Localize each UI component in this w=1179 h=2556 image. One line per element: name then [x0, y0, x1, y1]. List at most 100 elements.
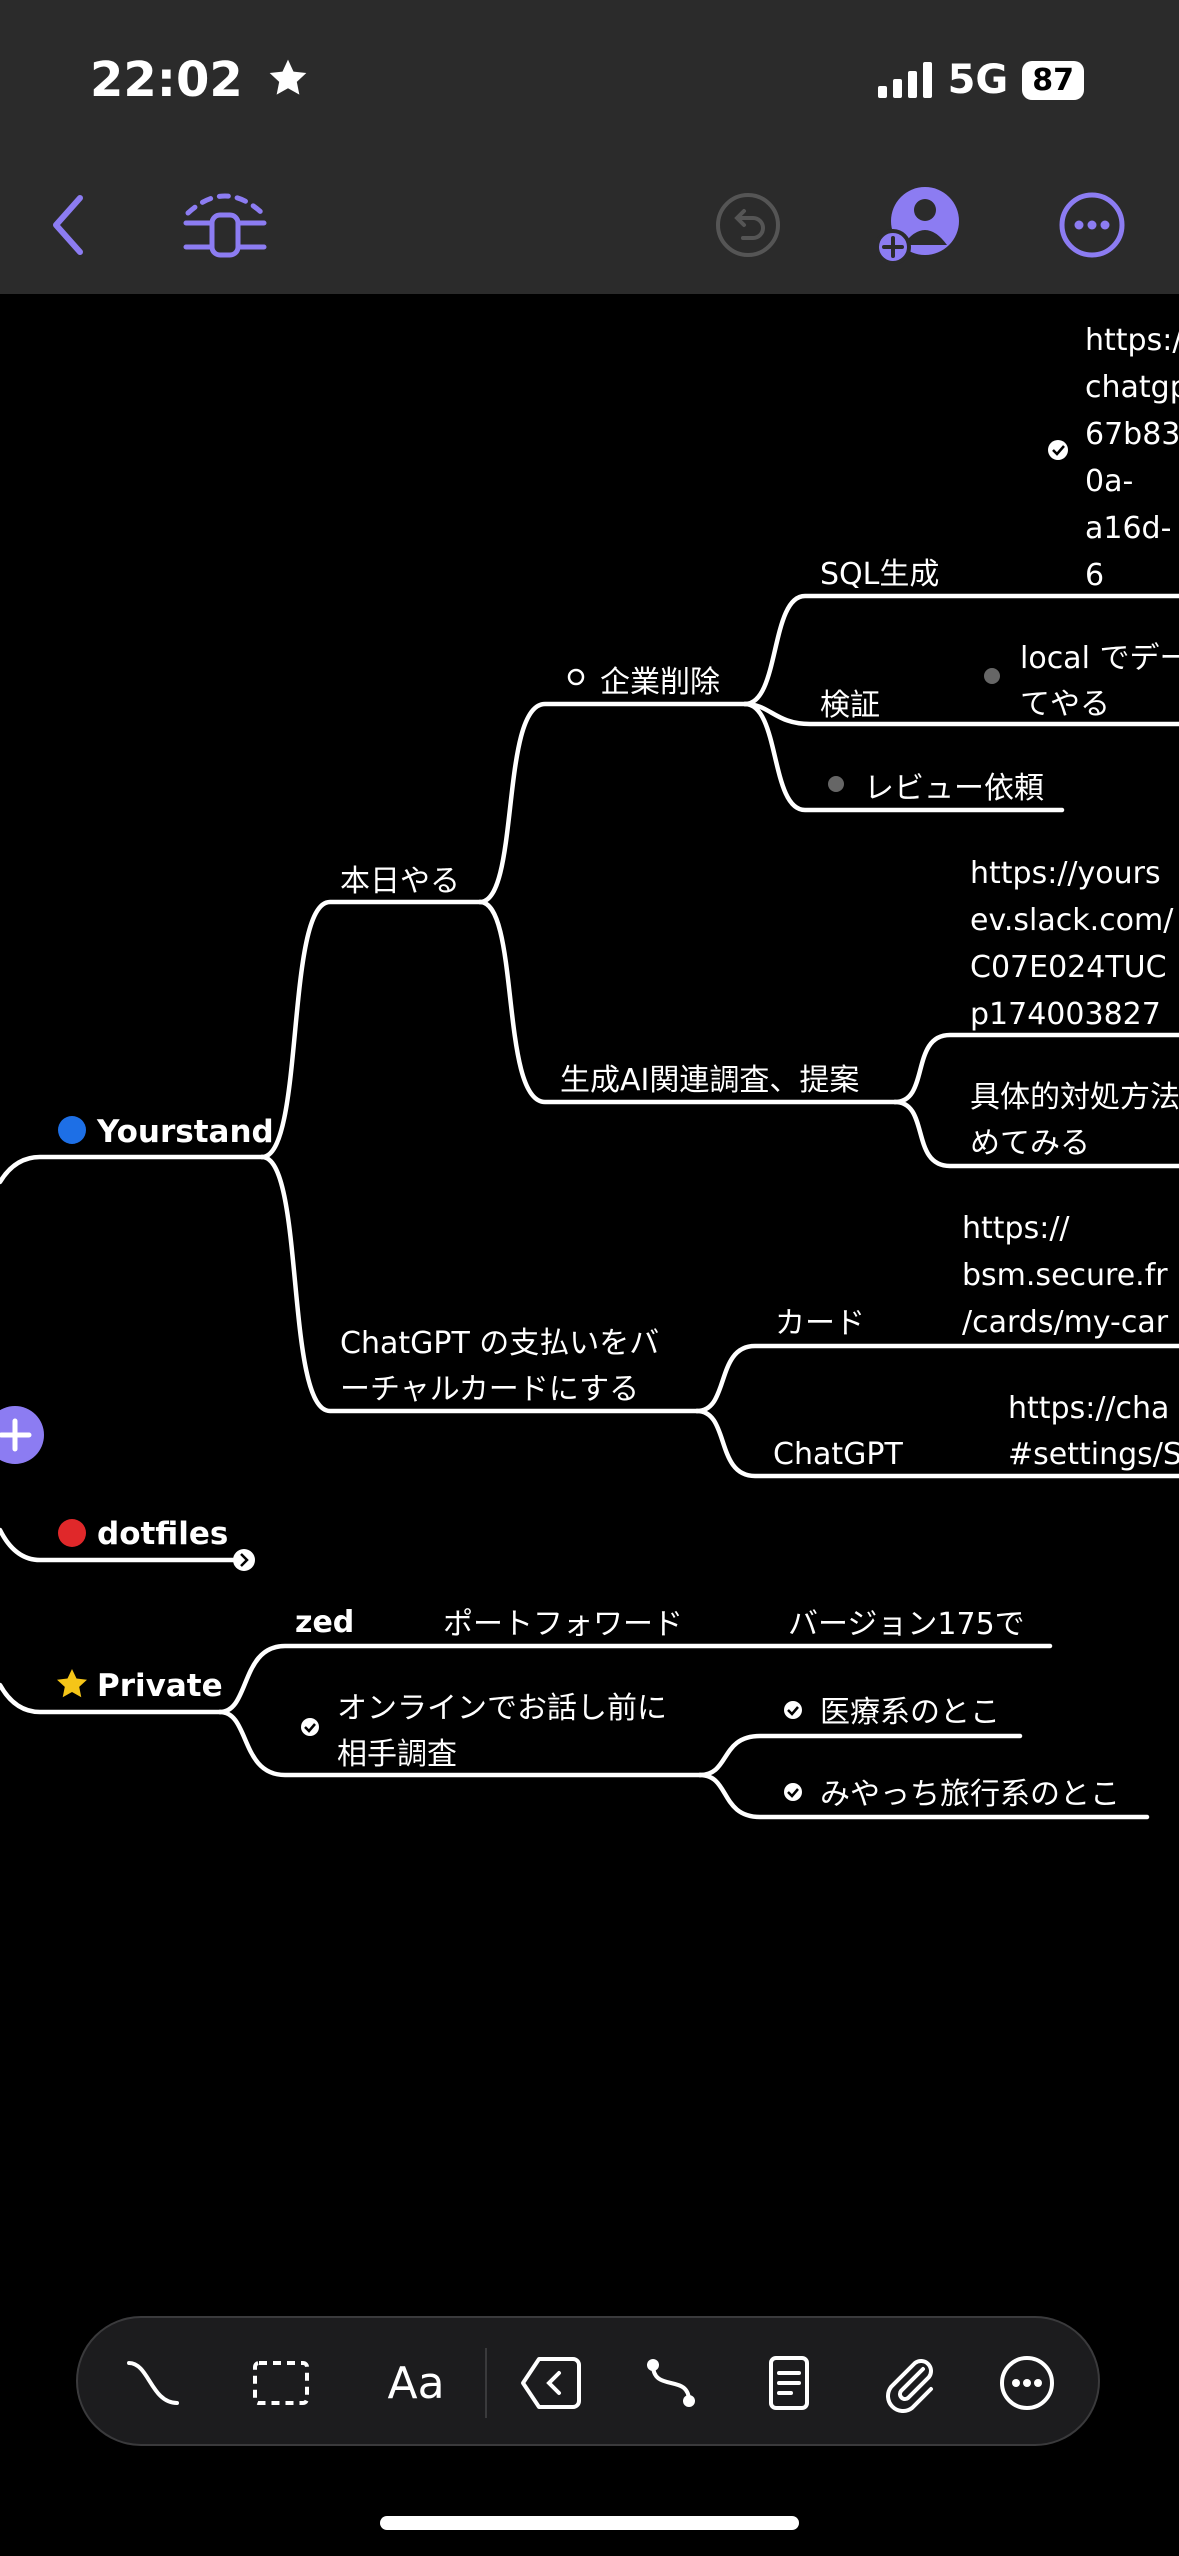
url-line: /cards/my-car	[962, 1305, 1169, 1340]
node-label: zed	[295, 1605, 354, 1640]
check-icon	[1048, 440, 1068, 460]
add-node-button[interactable]	[0, 1406, 44, 1464]
circle-icon	[828, 776, 844, 792]
status-indicators: 5G 87	[877, 57, 1084, 103]
node-label: SQL生成	[820, 557, 939, 592]
node-label: みやっち旅行系のとこ	[820, 1777, 1120, 1812]
blue-circle-emoji	[58, 1116, 86, 1144]
note-icon	[769, 2356, 809, 2410]
share-collaborators-button[interactable]	[872, 185, 968, 265]
url-line: 67b83	[1085, 417, 1179, 452]
url-line: ev.slack.com/	[970, 903, 1174, 938]
node-settings-url[interactable]: https://cha #settings/S	[1008, 1391, 1179, 1472]
more-options-button[interactable]	[1052, 185, 1132, 265]
paperclip-icon	[886, 2359, 933, 2413]
chevron-right-icon	[240, 1553, 249, 1567]
check-icon	[784, 1783, 802, 1801]
url-line: https://cha	[1008, 1391, 1169, 1426]
node-label: local でデー	[1020, 641, 1179, 676]
node-label: ポートフォワード	[443, 1607, 683, 1642]
insert-tag-button[interactable]	[516, 2348, 586, 2418]
notes-button[interactable]	[754, 2348, 824, 2418]
connector-style-button[interactable]	[118, 2348, 188, 2418]
node-ai[interactable]: 生成AI関連調査、提案	[560, 1063, 859, 1098]
node-version[interactable]: バージョン175で	[788, 1607, 1025, 1642]
node-dotfiles[interactable]: dotfiles	[58, 1516, 228, 1552]
node-iryo[interactable]: 医療系のとこ	[784, 1695, 1000, 1730]
node-label: 本日やる	[340, 864, 460, 899]
bottom-toolbar: Aa	[76, 2316, 1100, 2446]
node-label: レビュー依頼	[864, 771, 1044, 806]
node-label: オンラインでお話し前に	[337, 1691, 667, 1726]
node-private[interactable]: Private	[56, 1668, 223, 1704]
status-time: 22:02	[90, 52, 310, 108]
node-kigyo-sakujo[interactable]: 企業削除	[567, 665, 720, 700]
back-button[interactable]	[28, 185, 108, 265]
node-label: 具体的対処方法	[970, 1080, 1179, 1115]
text-style-button[interactable]: Aa	[387, 2357, 445, 2409]
node-label: めてみる	[970, 1126, 1090, 1161]
star-icon	[269, 59, 306, 95]
node-gutai[interactable]: 具体的対処方法 めてみる	[970, 1080, 1179, 1161]
node-label: 相手調査	[337, 1737, 457, 1772]
toolbar-divider	[485, 2348, 487, 2418]
toolbar-more-button[interactable]	[992, 2348, 1062, 2418]
node-label: バージョン175で	[788, 1607, 1025, 1642]
node-yourstand[interactable]: Yourstand	[58, 1114, 274, 1150]
home-indicator	[380, 2516, 799, 2530]
node-label: Yourstand	[96, 1114, 274, 1150]
url-line: #settings/S	[1008, 1437, 1179, 1472]
node-label: 生成AI関連調査、提案	[560, 1063, 859, 1098]
node-label: カード	[775, 1306, 865, 1341]
battery-level: 87	[1022, 60, 1084, 100]
undo-button[interactable]	[708, 185, 788, 265]
check-icon	[784, 1701, 802, 1719]
url-line: p174003827	[970, 997, 1161, 1032]
expand-toggle[interactable]	[233, 1549, 255, 1571]
node-kensho[interactable]: 検証	[820, 688, 880, 723]
node-honjitsu[interactable]: 本日やる	[340, 864, 460, 899]
mindmap-style-button[interactable]	[180, 185, 270, 265]
node-online[interactable]: オンラインでお話し前に 相手調査	[301, 1691, 667, 1772]
url-line: https://yours	[970, 856, 1161, 891]
node-zed[interactable]: zed	[295, 1605, 354, 1640]
signal-icon	[877, 62, 932, 98]
attach-button[interactable]	[874, 2348, 944, 2418]
url-line: 6	[1085, 558, 1104, 593]
undo-icon	[716, 193, 780, 257]
node-slack-url[interactable]: https://yours ev.slack.com/ C07E024TUC p…	[970, 856, 1174, 1032]
node-label: ChatGPT の支払いをバ	[340, 1326, 659, 1361]
url-line: a16d-	[1085, 511, 1171, 546]
node-label: 医療系のとこ	[820, 1695, 1000, 1730]
red-circle-emoji	[58, 1519, 86, 1547]
url-line: bsm.secure.fr	[962, 1258, 1168, 1293]
network-type: 5G	[947, 57, 1009, 103]
node-review[interactable]: レビュー依頼	[828, 771, 1044, 806]
relationship-button[interactable]	[636, 2348, 706, 2418]
node-chatgpt[interactable]: ChatGPT	[773, 1437, 903, 1472]
selection-box-icon	[253, 2361, 309, 2405]
connector-lines	[0, 593, 1179, 1820]
node-label: ーチャルカードにする	[340, 1372, 639, 1407]
node-sql[interactable]: SQL生成	[820, 557, 939, 592]
url-line: chatgp	[1085, 370, 1179, 405]
node-local[interactable]: local でデー てやる	[984, 641, 1179, 722]
node-label: 検証	[820, 688, 880, 723]
select-button[interactable]	[246, 2348, 316, 2418]
curve-line-icon	[127, 2361, 179, 2405]
relationship-icon	[647, 2359, 695, 2407]
add-person-icon	[877, 187, 959, 265]
node-miyacchi[interactable]: みやっち旅行系のとこ	[784, 1777, 1120, 1812]
node-card[interactable]: カード	[775, 1306, 865, 1341]
top-bar: 22:02 5G 87	[0, 0, 1179, 294]
node-chatgpt-url[interactable]: https:/ chatgp 67b83 0a- a16d- 6	[1048, 323, 1179, 593]
node-port-forward[interactable]: ポートフォワード	[443, 1607, 683, 1642]
node-label: 企業削除	[600, 665, 720, 700]
node-chatgpt-payment[interactable]: ChatGPT の支払いをバ ーチャルカードにする	[340, 1326, 659, 1407]
mindmap-canvas[interactable]: Yourstand 本日やる 企業削除 SQL生成 https:/ chatgp…	[0, 294, 1179, 2556]
chevron-left-icon	[53, 195, 83, 255]
node-label: dotfiles	[97, 1516, 228, 1552]
check-icon	[301, 1718, 319, 1736]
url-line: C07E024TUC	[970, 950, 1167, 985]
node-bsm-url[interactable]: https:// bsm.secure.fr /cards/my-car	[962, 1211, 1169, 1340]
